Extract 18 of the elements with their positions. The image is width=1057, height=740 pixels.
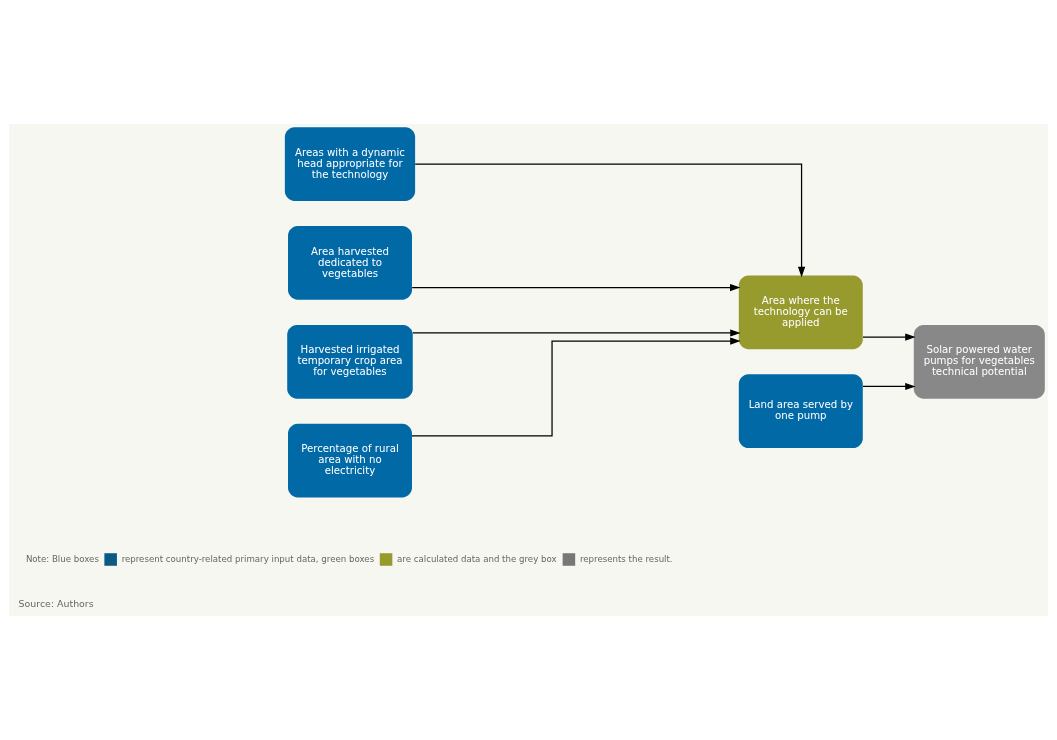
node-box: Solar powered water pumps for vegetables technical potential <box>913 324 1045 399</box>
legend-label: Note: Blue boxes <box>25 553 99 564</box>
node-box: Land area served by one pump <box>738 374 863 449</box>
arrow <box>412 329 741 337</box>
label: represents the result. <box>579 553 673 564</box>
arrow <box>411 283 741 292</box>
legend-label: are calculated data and the grey box <box>397 553 557 564</box>
node-box: Harvested irrigated temporary crop area for vegetables <box>287 324 413 399</box>
legend-label: represent country-related primary input data, green boxes <box>121 553 375 564</box>
node-box: Percentage of rural area with no electricity <box>288 423 412 498</box>
arrow <box>862 382 916 391</box>
caption: Source: Authors <box>18 598 94 610</box>
node-box: Area harvested dedicated to vegetables <box>288 226 412 300</box>
arrow <box>862 333 916 341</box>
arrow <box>411 337 741 437</box>
node-box: Areas with a dynamic head appropriate for the technology <box>284 127 416 201</box>
arrow <box>414 163 806 278</box>
node-box: Area where the technology can be applied <box>738 275 863 350</box>
